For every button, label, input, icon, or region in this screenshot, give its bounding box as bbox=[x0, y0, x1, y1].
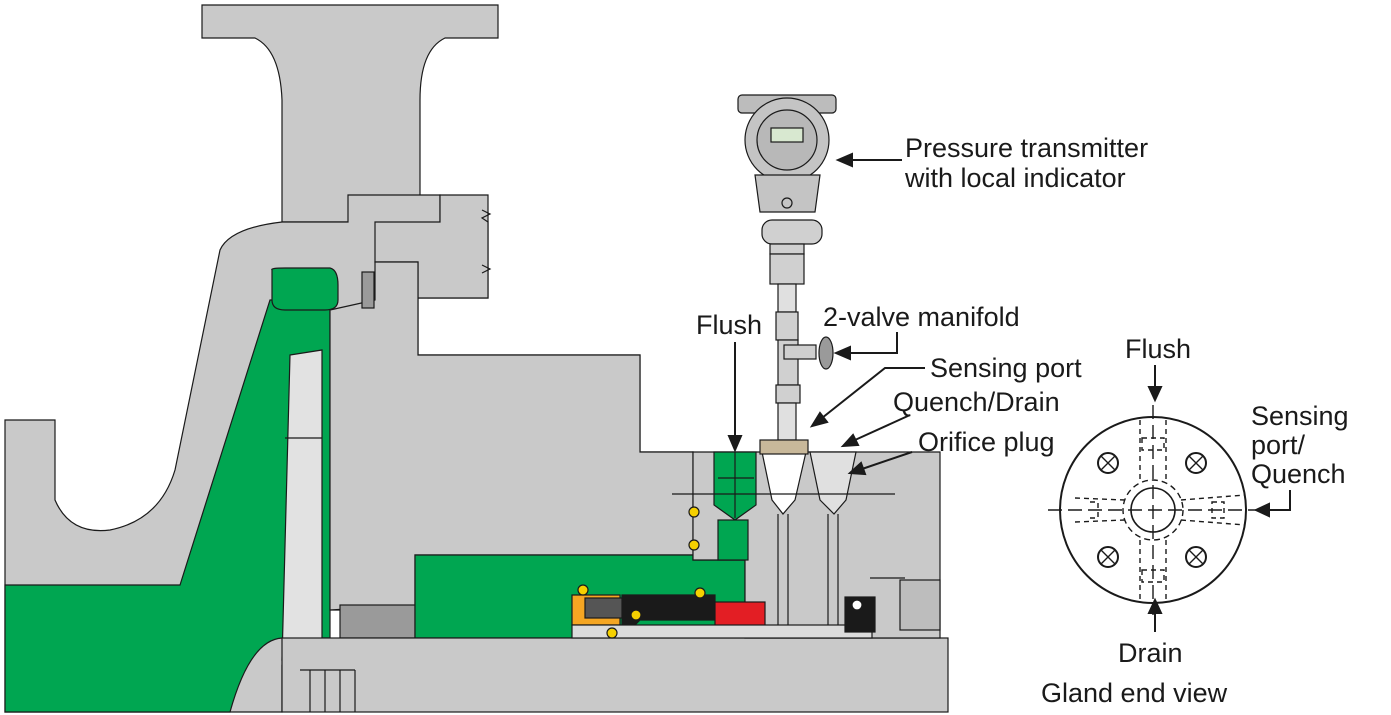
bolt-hole bbox=[1185, 546, 1207, 568]
label-end-view-sensing-3: Quench bbox=[1251, 459, 1346, 489]
orifice-plug-cone bbox=[809, 451, 857, 515]
o-ring bbox=[694, 587, 706, 599]
connector-nut bbox=[769, 253, 805, 285]
o-ring bbox=[688, 506, 700, 518]
gland-end-view bbox=[1048, 365, 1291, 632]
transmitter-body bbox=[754, 174, 821, 213]
seal-face-red bbox=[714, 601, 766, 629]
throat-bushing bbox=[339, 604, 416, 639]
label-end-view-sensing-2: port/ bbox=[1251, 430, 1306, 460]
callout-arrows bbox=[727, 152, 925, 476]
label-quench-drain: Quench/Drain bbox=[893, 387, 1060, 417]
lcd-display bbox=[770, 127, 804, 143]
label-pressure-transmitter-1: Pressure transmitter bbox=[905, 133, 1148, 163]
label-end-view-drain: Drain bbox=[1118, 638, 1183, 668]
pressure-transmitter bbox=[737, 94, 837, 455]
sensing-passage bbox=[1180, 494, 1246, 526]
label-pressure-transmitter-2: with local indicator bbox=[904, 163, 1126, 193]
impulse-tube bbox=[777, 283, 797, 313]
o-ring bbox=[688, 539, 700, 551]
gasket-strip bbox=[361, 271, 375, 309]
gland-small-block bbox=[899, 579, 941, 631]
top-flange bbox=[201, 4, 499, 223]
bolt-hole bbox=[1185, 452, 1207, 474]
bolt-hole bbox=[1097, 546, 1119, 568]
label-end-view-flush: Flush bbox=[1125, 334, 1191, 364]
o-ring bbox=[630, 609, 642, 621]
o-ring bbox=[577, 584, 589, 596]
label-sensing-port: Sensing port bbox=[930, 353, 1082, 383]
bolt-hole bbox=[1097, 452, 1119, 474]
port-nut bbox=[759, 439, 809, 455]
label-flush: Flush bbox=[696, 310, 762, 340]
left-passage bbox=[1074, 497, 1126, 523]
o-ring bbox=[606, 627, 618, 639]
transmitter-neck bbox=[761, 219, 823, 245]
break-line bbox=[480, 209, 492, 274]
caption-gland-end-view: Gland end view bbox=[1041, 678, 1228, 708]
labels: Pressure transmitter with local indicato… bbox=[696, 133, 1349, 708]
label-end-view-sensing-1: Sensing bbox=[1251, 401, 1349, 431]
impeller-hub-green bbox=[271, 267, 339, 311]
label-2-valve-manifold: 2-valve manifold bbox=[823, 302, 1020, 332]
seal-spring bbox=[584, 597, 626, 619]
shaft-base bbox=[281, 637, 949, 713]
label-orifice-plug: Orifice plug bbox=[918, 427, 1055, 457]
flush-passage bbox=[1139, 420, 1167, 480]
pump-cross-section bbox=[4, 4, 949, 713]
valve-handle bbox=[818, 336, 834, 370]
drain-passage bbox=[1139, 540, 1167, 600]
